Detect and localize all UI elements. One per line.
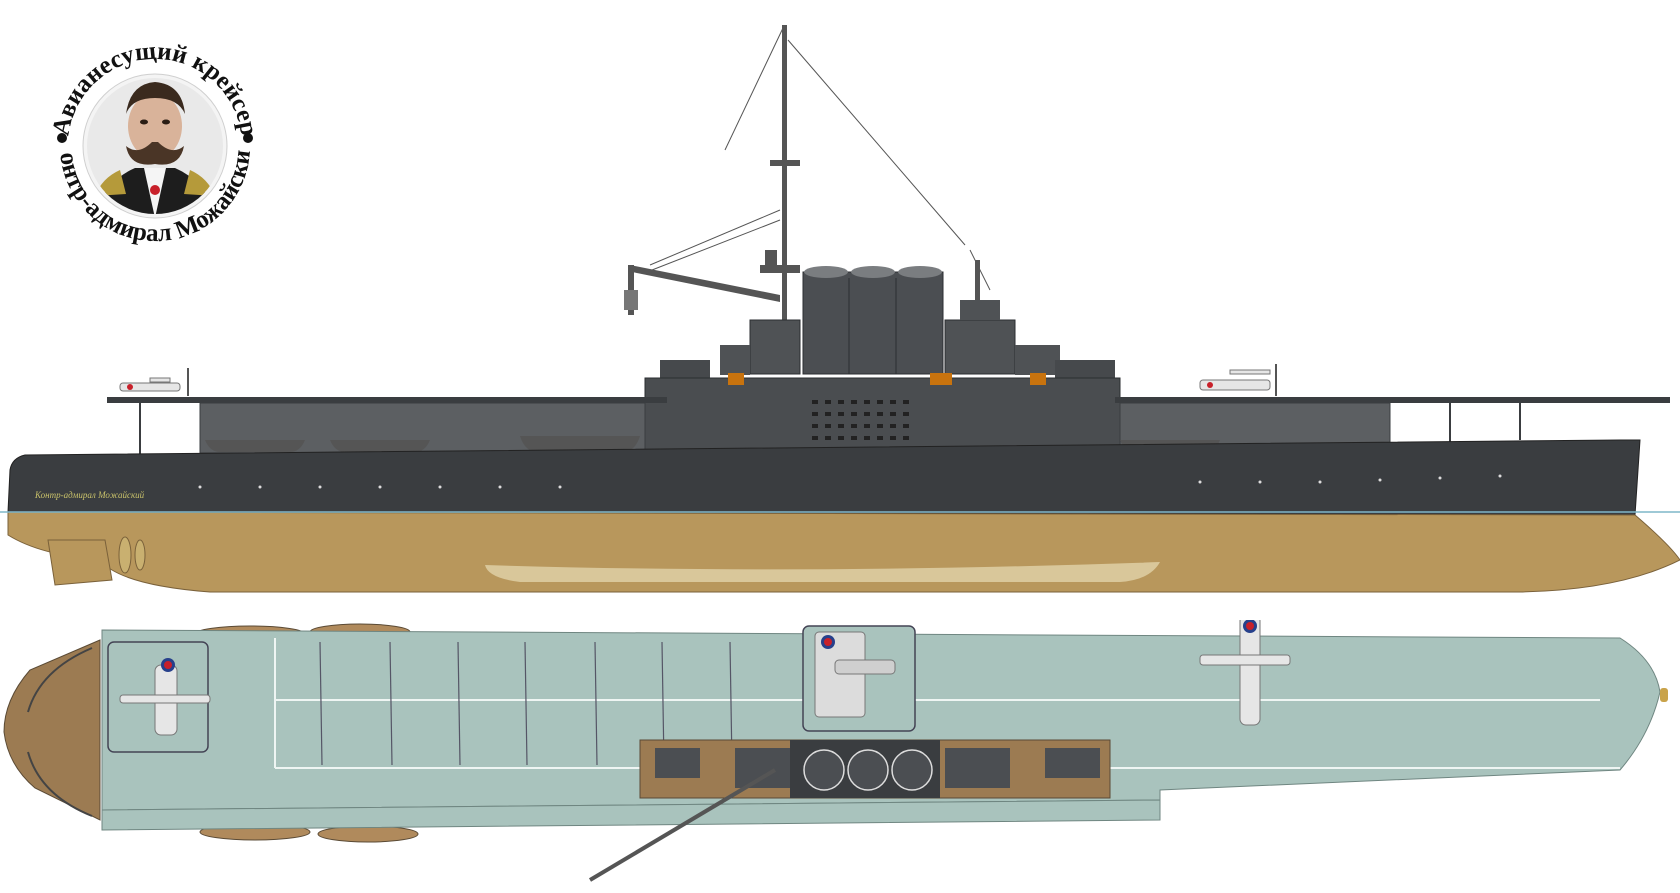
portholes — [198, 474, 1502, 489]
plan-superstructure — [588, 739, 1111, 882]
arrester-wires — [319, 641, 733, 766]
plan-aircraft-fore — [1199, 614, 1291, 726]
aft-railings — [27, 647, 93, 817]
central-superstructure — [644, 373, 1121, 454]
funnel-group — [802, 266, 944, 375]
rudder-propellers — [47, 536, 146, 586]
aft-wood-deck — [3, 639, 101, 821]
side-profile-view: Контр-адмирал Можайский — [0, 25, 1680, 593]
crane — [624, 265, 780, 315]
hull-name-label: Контр-адмирал Можайский — [34, 490, 145, 500]
aft-bridge — [660, 319, 801, 395]
hull-upper — [7, 439, 1641, 516]
ship-emblem: Авианесущий крейсер Контр-адмирал Можайс… — [40, 18, 270, 268]
main-mast — [760, 25, 800, 365]
profile-aircraft-fore — [1199, 364, 1277, 396]
emblem-dot-left — [57, 133, 67, 143]
portrait-image — [87, 78, 223, 214]
emblem-dot-right — [243, 133, 253, 143]
plan-aircraft-aft — [119, 658, 211, 736]
bow-jack — [1660, 688, 1668, 702]
plan-aircraft-elevator — [814, 631, 896, 718]
rigging — [649, 27, 991, 291]
bilge-keel — [485, 562, 1160, 582]
profile-aircraft-aft — [119, 368, 189, 396]
top-plan-view — [0, 614, 1680, 888]
